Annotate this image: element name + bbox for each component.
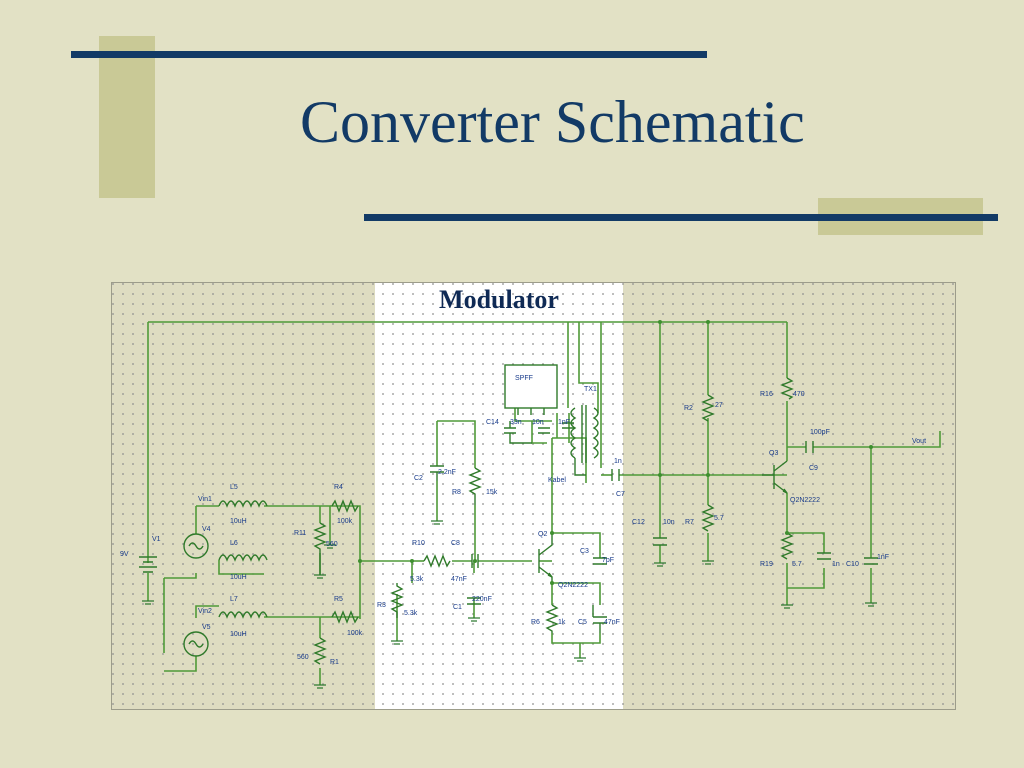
- label-l7-value: 10uH: [230, 631, 247, 638]
- label-1n: 1n: [832, 561, 840, 568]
- accent-line-top: [71, 51, 707, 58]
- schematic-svg: V1 9V Vin1 Vin2 V4 V5 L5 10uH L6 10uH L7…: [112, 283, 955, 709]
- page-title: Converter Schematic: [300, 89, 805, 155]
- label-l5-value: 10uH: [230, 518, 247, 525]
- label-v5: V5: [202, 624, 211, 631]
- label-r11: R11: [294, 530, 306, 537]
- modulator-label: Modulator: [439, 285, 559, 314]
- label-c9: C9: [809, 465, 818, 472]
- label-r10: R10: [412, 540, 425, 547]
- label-r8: R8: [452, 489, 461, 496]
- label-c14: C14: [486, 419, 499, 426]
- label-c1: C1: [453, 604, 462, 611]
- label-c12: C12: [632, 519, 645, 526]
- label-r1: R1: [330, 659, 339, 666]
- ground-symbols: [142, 520, 877, 689]
- label-vin1: Vin1: [198, 496, 212, 503]
- label-r11-value: 560: [326, 541, 338, 548]
- label-r19-value: 5.7: [792, 561, 802, 568]
- label-l6: L6: [230, 540, 238, 547]
- label-c8-value: 47nF: [451, 576, 467, 583]
- label-r2-value: 27: [715, 402, 723, 409]
- label-r6-value: 1k: [558, 619, 566, 626]
- label-1nf: 1nF: [558, 419, 570, 426]
- label-r6: R6: [531, 619, 540, 626]
- label-c5-value: 47nF: [604, 619, 620, 626]
- label-vout: Vout: [912, 438, 926, 445]
- label-c9-value: 100pF: [810, 429, 830, 436]
- label-v1: V1: [152, 536, 161, 543]
- label-q2: Q2: [538, 531, 547, 538]
- label-r3-value: 5.3k: [404, 610, 418, 617]
- label-l5: L5: [230, 484, 238, 491]
- label-vin2: Vin2: [198, 608, 212, 615]
- label-c5: C5: [578, 619, 587, 626]
- label-kabel: Kabel: [548, 477, 566, 484]
- components: [139, 364, 878, 665]
- label-9v: 9V: [120, 551, 129, 558]
- label-q2-part: Q2N2222: [558, 582, 588, 589]
- label-tx1: TX1: [584, 386, 597, 393]
- label-10n: 10n: [532, 419, 544, 426]
- label-spff: SPFF: [515, 375, 533, 382]
- label-r16-value: 470: [793, 391, 805, 398]
- label-r4-value: 100k: [337, 518, 353, 525]
- label-r4: R4: [334, 484, 343, 491]
- schematic-diagram: V1 9V Vin1 Vin2 V4 V5 L5 10uH L6 10uH L7…: [111, 282, 956, 710]
- label-c10: C10: [846, 561, 859, 568]
- label-c7: C7: [616, 491, 625, 498]
- label-r10-value: 5.3k: [410, 576, 424, 583]
- label-l7: L7: [230, 596, 238, 603]
- label-c3-value: 7pF: [602, 557, 614, 564]
- label-r19: R19: [760, 561, 773, 568]
- label-r8-value: 15k: [486, 489, 498, 496]
- label-r16: R16: [760, 391, 773, 398]
- label-c1-value: 220nF: [472, 596, 492, 603]
- component-labels: V1 9V Vin1 Vin2 V4 V5 L5 10uH L6 10uH L7…: [120, 375, 926, 666]
- label-r1-value: 560: [297, 654, 309, 661]
- label-r2: R2: [684, 405, 693, 412]
- label-c2-value: 2.2nF: [438, 469, 456, 476]
- label-c7-value: 1n: [614, 458, 622, 465]
- label-c14-value: 33n: [510, 419, 522, 426]
- label-c10-value: 1nF: [877, 554, 889, 561]
- label-c3: C3: [580, 548, 589, 555]
- accent-line-right: [364, 214, 998, 221]
- label-c12-value: 10n: [663, 519, 675, 526]
- junction-dots: [358, 320, 873, 585]
- label-r5: R5: [334, 596, 343, 603]
- label-q3-part: Q2N2222: [790, 497, 820, 504]
- label-r5-value: 100k: [347, 630, 363, 637]
- label-l6-value: 10uH: [230, 574, 247, 581]
- wires: [147, 321, 941, 685]
- accent-square-top-left: [99, 36, 155, 198]
- label-r7-value: 5.7: [714, 515, 724, 522]
- label-r3: R3: [377, 602, 386, 609]
- label-r7: R7: [685, 519, 694, 526]
- label-c2: C2: [414, 475, 423, 482]
- label-c8: C8: [451, 540, 460, 547]
- label-v4: V4: [202, 526, 211, 533]
- label-q3: Q3: [769, 450, 778, 457]
